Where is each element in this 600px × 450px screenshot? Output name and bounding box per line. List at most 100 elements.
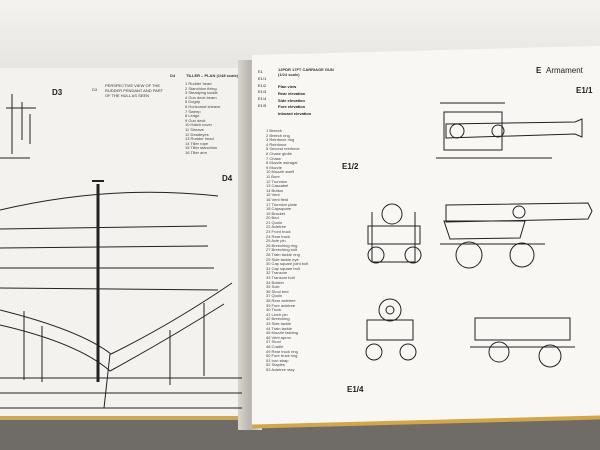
armament-part-item: 11 Bore: [266, 173, 280, 179]
armament-part-item: 49 Rear truck ring: [266, 348, 298, 354]
armament-part-item: 18 Capsquare: [266, 206, 292, 212]
view-code-item: E1/2: [258, 82, 267, 88]
tiller-part-item: 2 Stanchion fixing: [185, 85, 217, 91]
armament-part-item: 24 Rear truck: [266, 233, 291, 239]
view-title-item: Plan view: [278, 84, 297, 89]
armament-part-item: 10 Muzzle swell: [266, 169, 295, 175]
armament-part-item: 44 Train tackle: [266, 325, 293, 331]
label-d3: D3: [52, 88, 63, 97]
armament-part-item: 53 Axletree stay: [266, 366, 295, 372]
label-e1-1: E1/1: [576, 86, 593, 95]
tiller-part-item: 7 Sweep: [185, 108, 201, 114]
label-d4: D4: [222, 174, 233, 183]
armament-part-item: 8 Muzzle astragal: [266, 160, 298, 166]
armament-part-item: 19 Bracket: [266, 210, 286, 216]
view-title-item: Side elevation: [278, 97, 305, 103]
armament-part-item: 50 Fore truck ring: [266, 353, 298, 359]
armament-part-item: 43 Side tackle: [266, 320, 292, 326]
tiller-part-item: 1 Rudder head: [185, 81, 212, 86]
carriage-front-view: [365, 298, 417, 361]
armament-part-item: 37 Quoin: [266, 293, 283, 299]
tiller-part-item: 6 Horizontal sheave: [185, 103, 221, 109]
view-code-item: E1/1: [258, 75, 267, 81]
gun-inboard-view: [470, 317, 575, 368]
view-title-item: Fore elevation: [278, 104, 306, 110]
armament-part-item: 23 Front truck: [266, 229, 291, 235]
tiller-part-item: 10 Hatch cover: [185, 122, 212, 128]
armament-part-item: 36 Stool bed: [266, 288, 289, 294]
armament-part-item: 22 Axletree: [266, 224, 287, 230]
section-title: Armament: [546, 66, 583, 75]
tiller-part-item: 13 Rudder head: [185, 136, 214, 142]
view-code-item: E1/4: [258, 96, 267, 102]
armament-part-item: 16 Vent field: [266, 196, 289, 202]
armament-part-item: 29 Side tackle eye: [266, 256, 299, 262]
armament-part-item: 39 Fore axletree: [266, 302, 296, 308]
tiller-part-item: 12 Deadeyes: [185, 131, 209, 137]
armament-part-item: 9 Muzzle: [266, 164, 283, 170]
armament-part-item: 46 Vent apron: [266, 334, 291, 340]
tiller-part-item: 14 Tiller rope: [185, 140, 209, 146]
armament-part-item: 33 Transom bolt: [266, 275, 295, 280]
armament-part-item: 21 Quoin: [266, 219, 283, 225]
carriage-title: 12PDR 17FT CARRIAGE GUN (1/24 scale): [278, 67, 334, 77]
armament-part-item: 26 Breeching ring: [266, 242, 298, 248]
perspective-code: D3: [92, 87, 98, 92]
armament-part-item: 14 Button: [266, 187, 284, 193]
armament-part-item: 13 Cascabel: [266, 183, 289, 189]
tiller-part-item: 9 Gun deck: [185, 117, 206, 123]
armament-part-item: 38 Rear axletree: [266, 297, 296, 303]
tiller-part-item: 4 Gun deck beam: [185, 94, 217, 100]
armament-part-item: 17 Trunnion plate: [266, 201, 297, 207]
view-code-item: E1: [258, 69, 263, 74]
armament-part-item: 31 Cap square bolt: [266, 265, 300, 271]
label-e1-2: E1/2: [342, 162, 359, 171]
tiller-part-item: 8 Ledge: [185, 113, 200, 119]
carriage-rear-view: [367, 203, 422, 264]
armament-part-item: 5 Second reinforce: [266, 146, 300, 152]
tiller-part-item: 16 Tiller arm: [185, 149, 208, 155]
view-title-item: Rear elevation: [278, 90, 306, 96]
view-title-item: Inboard elevation: [278, 111, 312, 117]
armament-part-item: 27 Breeching bolt: [266, 247, 298, 253]
view-code-item: E1/3: [258, 89, 267, 95]
armament-part-item: 40 Truck: [266, 307, 282, 313]
armament-part-item: 4 Reinforce: [266, 141, 287, 147]
tiller-part-item: 15 Tiller stanchion: [185, 145, 218, 151]
armament-part-item: 25 Axle pin: [266, 238, 286, 244]
tiller-part-item: 5 Dogrip: [185, 99, 201, 105]
cannon-side-view: [440, 202, 593, 269]
left-page: [0, 68, 248, 420]
armament-part-item: 28 Train tackle ring: [266, 252, 300, 258]
armament-part-item: 3 Reinforce ring: [266, 137, 295, 143]
tiller-part-item: 3 Steadying tackle: [185, 90, 218, 96]
armament-part-item: 32 Transom: [266, 270, 288, 276]
armament-part-item: 42 Breeching: [266, 316, 290, 322]
armament-part-item: 1 Breech: [266, 128, 283, 133]
armament-part-item: 45 Muzzle lashing: [266, 330, 299, 336]
armament-part-item: 52 Staples: [266, 362, 285, 368]
hull-drawing: [0, 94, 242, 409]
cannon-plan-view: [436, 102, 583, 159]
tiller-code: D4: [170, 73, 176, 78]
label-e1-4: E1/4: [347, 385, 364, 394]
tiller-part-item: 11 Sheave: [185, 126, 204, 132]
armament-part-item: 51 Iron strap: [266, 357, 289, 363]
armament-part-item: 2 Breech ring: [266, 132, 290, 138]
perspective-text: PERSPECTIVE VIEW OF THE RUDDER PENDANT A…: [105, 83, 163, 98]
armament-part-item: 20 Bed: [266, 215, 279, 221]
armament-part-item: 30 Cap square joint bolt: [266, 261, 309, 267]
armament-part-item: 15 Vent: [266, 192, 280, 198]
armament-part-item: 48 Cradle: [266, 343, 284, 349]
view-code-item: E1/5: [258, 102, 267, 108]
armament-part-item: 12 Trunnion: [266, 178, 288, 184]
armament-part-item: 7 Chase: [266, 155, 281, 161]
armament-part-item: 34 Bolster: [266, 279, 285, 285]
armament-part-item: 35 Sole: [266, 284, 280, 290]
